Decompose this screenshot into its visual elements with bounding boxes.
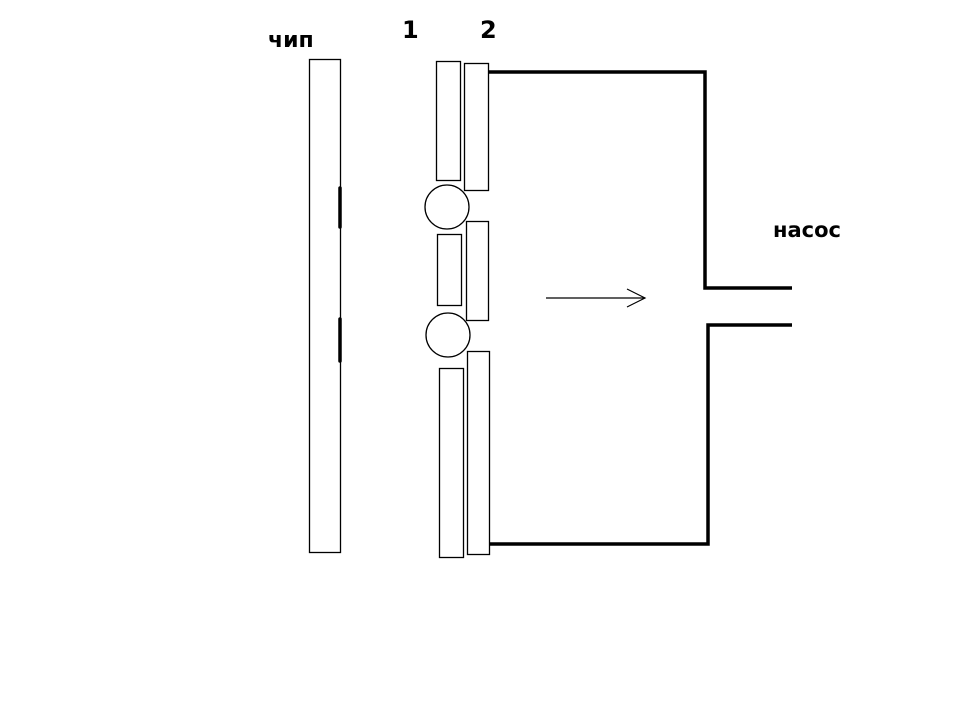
layer1-label: 1 bbox=[402, 16, 419, 44]
pump-chamber-bottom-wall bbox=[489, 323, 792, 546]
layer1-middle bbox=[436, 233, 463, 307]
layer2-middle bbox=[465, 220, 490, 322]
layer2-top bbox=[463, 62, 490, 192]
ball-top bbox=[424, 184, 470, 230]
pump-chamber-top-wall bbox=[488, 70, 792, 290]
layer1-top bbox=[435, 60, 462, 182]
layer2-bottom bbox=[466, 350, 491, 556]
layer1-bottom bbox=[438, 367, 465, 559]
flow-arrow bbox=[546, 288, 647, 308]
layer2-label: 2 bbox=[480, 16, 497, 44]
pump-label: насос bbox=[773, 218, 841, 242]
chip-label: чип bbox=[268, 28, 314, 53]
ball-bottom bbox=[425, 312, 471, 358]
chip-plate bbox=[308, 58, 342, 554]
